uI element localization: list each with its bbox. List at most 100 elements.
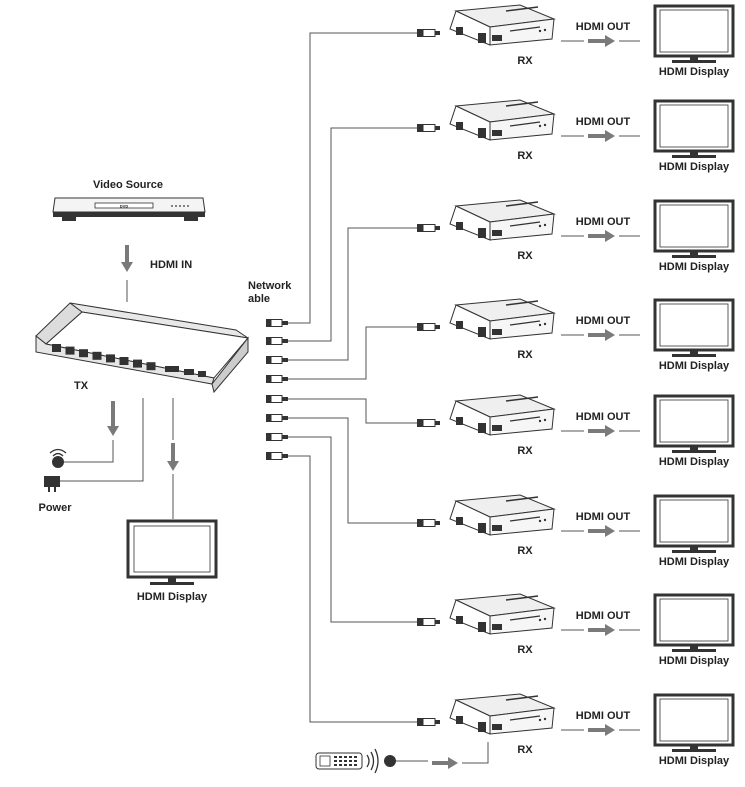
rx-label: RX: [517, 250, 533, 262]
hdmi-in-arrow: [121, 245, 133, 302]
ir-remote-icon: [315, 752, 363, 770]
hdmi-out-arrow: [561, 724, 640, 736]
hdmi-out-label: HDMI OUT: [576, 315, 631, 327]
hdmi-in-label: HDMI IN: [150, 259, 192, 271]
tx-rj45-port: [119, 357, 129, 365]
hdmi-display-monitor: [653, 4, 735, 63]
rx-label: RX: [517, 150, 533, 162]
tx-power-port: [198, 371, 206, 377]
rx-cable-connector: [417, 718, 440, 726]
receiver-unit-8: RX HDMI OUT HDMI Display: [417, 693, 735, 767]
network-cable-line: [288, 127, 417, 342]
hdmi-out-label: HDMI OUT: [576, 21, 631, 33]
rx-cable-connector: [417, 323, 440, 331]
tx-rj45-connectors: [266, 319, 288, 460]
tx-rj45-port: [146, 362, 156, 371]
hdmi-display-label: HDMI Display: [659, 261, 730, 273]
ir-arrow: [107, 401, 119, 436]
hdmi-display-label: HDMI Display: [659, 655, 730, 667]
rx-label: RX: [517, 55, 533, 67]
hdmi-display-label: HDMI Display: [659, 755, 730, 767]
local-hdmi-out-arrow: [167, 398, 179, 519]
hdmi-out-arrow: [561, 130, 640, 142]
hdmi-out-arrow: [561, 35, 640, 47]
dvd-player: DVD: [52, 197, 206, 221]
tx-rj45-port: [106, 354, 115, 363]
hdmi-display-monitor: [653, 593, 735, 652]
rx-cable-connector: [417, 618, 440, 626]
rx-label: RX: [517, 744, 533, 756]
rx-cable-connector: [417, 29, 440, 37]
hdmi-out-arrow: [561, 329, 640, 341]
rx-label: RX: [517, 644, 533, 656]
rx-box: [449, 494, 556, 536]
tx-cable-connector: [266, 375, 288, 383]
hdmi-display-monitor: [653, 693, 735, 752]
dvd-label: DVD: [120, 204, 129, 209]
hdmi-out-label: HDMI OUT: [576, 511, 631, 523]
tx-cable-connector: [266, 319, 288, 327]
tx-label: TX: [74, 380, 89, 392]
hdmi-out-arrow: [561, 230, 640, 242]
rx-box: [449, 394, 556, 436]
rx-box: [449, 199, 556, 241]
rx-box: [449, 4, 556, 46]
network-cable-line: [288, 227, 417, 361]
network-cable-line: [288, 436, 417, 623]
hdmi-display-label: HDMI Display: [659, 360, 730, 372]
hdmi-display-monitor: [653, 199, 735, 258]
receiver-unit-2: RX HDMI OUT HDMI Display: [417, 99, 735, 173]
hdmi-display-monitor: [653, 298, 735, 357]
hdmi-out-label: HDMI OUT: [576, 411, 631, 423]
hdmi-out-label: HDMI OUT: [576, 710, 631, 722]
hdmi-out-arrow: [561, 624, 640, 636]
rx-box: [449, 99, 556, 141]
tx-cable-connector: [266, 414, 288, 422]
hdmi-out-arrow: [561, 525, 640, 537]
receiver-unit-4: RX HDMI OUT HDMI Display: [417, 298, 735, 372]
rx-label: RX: [517, 445, 533, 457]
tx-hdmi-port: [165, 366, 179, 372]
hdmi-out-label: HDMI OUT: [576, 216, 631, 228]
network-cable-label: Network able: [248, 280, 294, 305]
tx-cable-connector: [266, 356, 288, 364]
network-cable-line: [288, 398, 417, 424]
tx-rj45-port: [79, 349, 88, 358]
network-cable-lines: [288, 32, 417, 723]
hdmi-display-label: HDMI Display: [659, 161, 730, 173]
tx-cable-connector: [266, 395, 288, 403]
network-cable-line: [288, 417, 417, 524]
power-label: Power: [38, 502, 72, 514]
hdmi-out-label: HDMI OUT: [576, 116, 631, 128]
receiver-unit-3: RX HDMI OUT HDMI Display: [417, 199, 735, 273]
hdmi-display-monitor: [653, 494, 735, 553]
tx-rj45-port: [92, 351, 102, 360]
rx-cable-connector: [417, 419, 440, 427]
tx-cable-connector: [266, 452, 288, 460]
hdmi-display-label: HDMI Display: [659, 456, 730, 468]
rx-cable-connector: [417, 224, 440, 232]
tx-rj45-port: [52, 344, 61, 352]
local-display-label: HDMI Display: [137, 591, 208, 603]
ir-sensor-icon: [49, 440, 114, 468]
network-cable-label-line2: able: [248, 293, 270, 305]
power-adapter-icon: [44, 398, 144, 492]
ir-signal-icon: [366, 748, 379, 774]
network-cable-line: [288, 326, 417, 380]
tx-transmitter: [35, 302, 249, 394]
network-cable-line: [288, 455, 417, 723]
rx-box: [449, 693, 556, 735]
rx-box: [449, 593, 556, 635]
tx-hdmi-out-port: [184, 369, 194, 375]
tx-cable-connector: [266, 433, 288, 441]
tx-cable-connector: [266, 337, 288, 345]
rx-label: RX: [517, 349, 533, 361]
receiver-unit-6: RX HDMI OUT HDMI Display: [417, 494, 735, 568]
network-cable-label-line1: Network: [248, 280, 292, 292]
hdmi-display-label: HDMI Display: [659, 556, 730, 568]
rx-label: RX: [517, 545, 533, 557]
